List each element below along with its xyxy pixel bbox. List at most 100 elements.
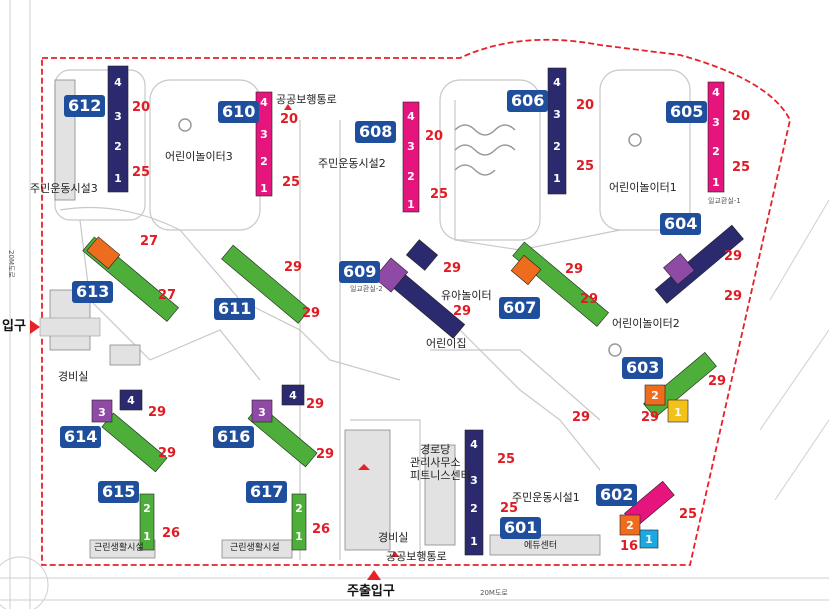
svg-text:3: 3: [258, 406, 266, 419]
floor-count: 25: [132, 165, 151, 180]
svg-text:2: 2: [651, 389, 659, 402]
svg-text:3: 3: [553, 108, 561, 121]
floor-count: 29: [148, 405, 167, 420]
floor-count: 29: [572, 410, 591, 425]
svg-text:3: 3: [114, 110, 122, 123]
floor-count: 25: [497, 452, 516, 467]
floor-count: 25: [679, 507, 698, 522]
building-617: 617: [246, 481, 288, 503]
facility-label: 주민운동시설2: [318, 157, 386, 170]
facility-label: 주민운동시설3: [30, 182, 98, 195]
svg-text:2: 2: [712, 145, 720, 158]
svg-text:4: 4: [260, 96, 268, 109]
svg-text:3: 3: [407, 140, 415, 153]
svg-text:4: 4: [712, 86, 720, 99]
floor-count: 29: [724, 289, 743, 304]
floor-count: 26: [162, 526, 181, 541]
facility-label: 어린이놀이터2: [612, 317, 680, 330]
small-label: 일교환실-1: [708, 197, 741, 205]
svg-text:4: 4: [407, 110, 415, 123]
svg-text:4: 4: [553, 76, 561, 89]
floor-count: 25: [282, 175, 301, 190]
svg-text:2: 2: [553, 140, 561, 153]
floor-count: 25: [500, 501, 519, 516]
west-gate-label: 입구: [2, 319, 26, 334]
svg-text:4: 4: [470, 438, 478, 451]
svg-text:1: 1: [712, 176, 720, 189]
svg-text:1: 1: [143, 530, 151, 543]
building-613: 613: [72, 281, 114, 303]
floor-count: 29: [158, 446, 177, 461]
site-boundary: [41, 38, 791, 566]
building-611: 611: [214, 298, 256, 320]
floor-count: 29: [580, 292, 599, 307]
svg-text:2: 2: [407, 170, 415, 183]
svg-text:1: 1: [553, 172, 561, 185]
facility-label: 주민운동시설1: [512, 491, 580, 504]
floor-count: 25: [732, 160, 751, 175]
floor-count: 29: [724, 249, 743, 264]
facility-label: 어린이집: [426, 337, 467, 350]
floor-count: 29: [284, 260, 303, 275]
facility-label: 관리사무소: [410, 456, 461, 469]
building-615: 615: [98, 481, 140, 503]
building-614: 614: [60, 426, 102, 448]
facility-label: 어린이놀이터1: [609, 181, 677, 194]
floor-count: 29: [316, 447, 335, 462]
svg-text:3: 3: [260, 128, 268, 141]
floor-count: 29: [302, 306, 321, 321]
floor-count: 26: [312, 522, 331, 537]
facility-label: 경비실: [58, 370, 89, 383]
svg-text:2: 2: [626, 519, 634, 532]
facility-label: 어린이놀이터3: [165, 150, 233, 163]
floor-count: 25: [576, 159, 595, 174]
building-608: 608: [355, 121, 397, 143]
floor-count: 29: [443, 261, 462, 276]
svg-text:4: 4: [114, 76, 122, 89]
floor-count: 16: [620, 539, 639, 554]
svg-text:2: 2: [114, 140, 122, 153]
building-603: 603: [622, 357, 664, 379]
floor-count: 20: [132, 100, 151, 115]
svg-text:4: 4: [289, 389, 297, 402]
small-label: 일교환실-2: [350, 285, 383, 293]
building-609: 609: [339, 261, 381, 283]
svg-text:2: 2: [143, 502, 151, 515]
svg-text:3: 3: [470, 474, 478, 487]
svg-text:3: 3: [712, 116, 720, 129]
building-607: 607: [499, 297, 541, 319]
svg-text:1: 1: [645, 533, 653, 546]
svg-text:1: 1: [407, 198, 415, 211]
floor-count: 20: [576, 98, 595, 113]
svg-text:2: 2: [470, 502, 478, 515]
building-606: 606: [507, 90, 549, 112]
facility-label: 경로당: [420, 443, 451, 456]
svg-text:1: 1: [295, 530, 303, 543]
facility-label: 근린생활시설: [94, 543, 144, 553]
building-616: 616: [213, 426, 255, 448]
floor-count: 29: [565, 262, 584, 277]
building-604: 604: [660, 213, 702, 235]
building-612: 612: [64, 95, 106, 117]
facility-label: 피트니스센터: [410, 469, 471, 482]
facility-label: 유아놀이터: [441, 289, 492, 302]
svg-text:1: 1: [260, 182, 268, 195]
floor-count: 20: [425, 129, 444, 144]
building-605: 605: [666, 101, 708, 123]
facility-label: 공공보행통로: [276, 93, 337, 106]
svg-text:1: 1: [470, 535, 478, 548]
floor-count: 25: [430, 187, 449, 202]
building-602: 602: [596, 484, 638, 506]
svg-text:3: 3: [98, 406, 106, 419]
facility-label: 근린생활시설: [230, 543, 280, 553]
floor-count: 29: [306, 397, 325, 412]
svg-text:4: 4: [127, 394, 135, 407]
facility-label: 공공보행통로: [386, 550, 447, 563]
floor-count: 29: [708, 374, 727, 389]
floor-count: 20: [732, 109, 751, 124]
small-label: 20M도로: [480, 589, 508, 597]
facility-label: 에듀센터: [524, 541, 558, 551]
facility-label: 경비실: [378, 531, 409, 544]
